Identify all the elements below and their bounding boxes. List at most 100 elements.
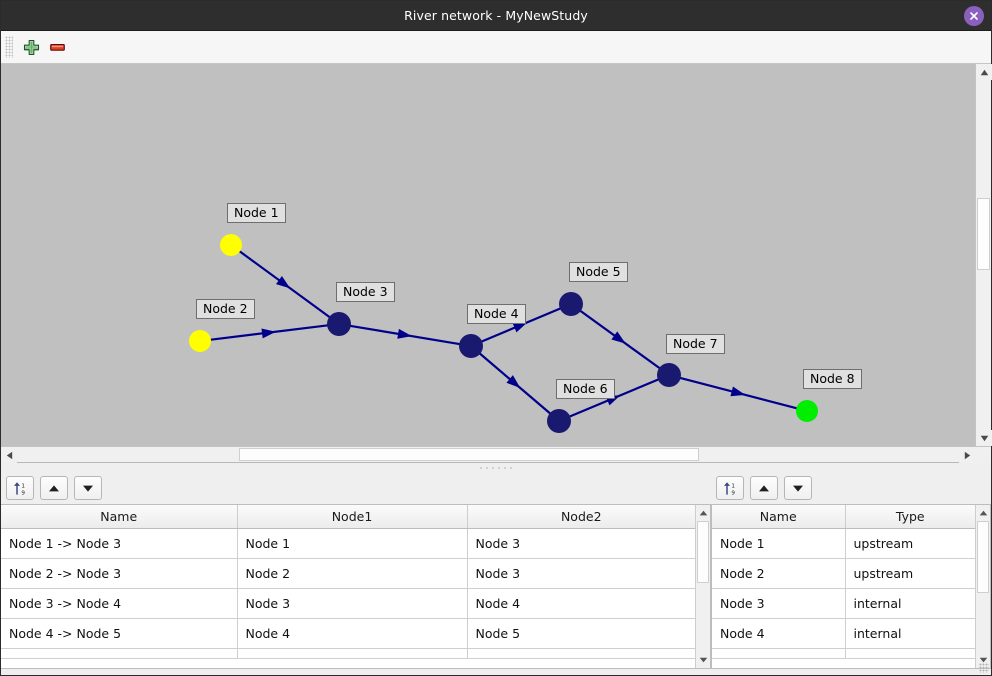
column-header-name[interactable]: Name xyxy=(1,505,238,529)
column-header-name[interactable]: Name xyxy=(712,505,846,529)
branches-move-down-button[interactable] xyxy=(74,476,102,500)
table-cell[interactable]: Node 1 xyxy=(237,528,468,559)
canvas-horizontal-scrollbar[interactable] xyxy=(1,446,991,463)
network-canvas-area: Node 1 Node 2 Node 3 Node 4 Node 5 Node 6 Node… xyxy=(1,64,992,463)
graph-node-node-6[interactable] xyxy=(547,409,571,433)
column-header-type[interactable]: Type xyxy=(845,505,975,529)
canvas-hscroll-track[interactable] xyxy=(17,447,959,462)
node-label-node-2[interactable]: Node 2 xyxy=(196,299,255,319)
nodes-table-row-partial[interactable] xyxy=(712,648,975,659)
node-label-node-8[interactable]: Node 8 xyxy=(803,369,862,389)
table-cell[interactable]: Node 4 -> Node 5 xyxy=(1,618,238,649)
window-resize-grip[interactable] xyxy=(979,663,989,673)
branches-table-row-partial[interactable] xyxy=(1,648,695,659)
triangle-down-icon xyxy=(980,435,988,441)
table-cell[interactable]: Node 3 xyxy=(467,528,695,559)
table-cell[interactable]: Node 2 xyxy=(712,558,846,589)
nodes-vscroll-track[interactable] xyxy=(976,521,990,652)
table-cell[interactable]: Node 4 xyxy=(237,618,468,649)
nodes-move-up-button[interactable] xyxy=(750,476,778,500)
add-node-button[interactable] xyxy=(18,34,44,60)
graph-node-node-8[interactable] xyxy=(796,400,818,422)
table-cell[interactable]: Node 4 xyxy=(712,618,846,649)
table-cell[interactable]: Node 3 -> Node 4 xyxy=(1,588,238,619)
node-label-node-3[interactable]: Node 3 xyxy=(336,282,395,302)
table-cell[interactable]: Node 3 xyxy=(712,588,846,619)
graph-node-node-3[interactable] xyxy=(327,312,351,336)
table-cell[interactable] xyxy=(237,648,468,659)
table-cell[interactable]: upstream xyxy=(845,528,975,559)
table-cell[interactable]: Node 1 -> Node 3 xyxy=(1,528,238,559)
scroll-right-button[interactable] xyxy=(959,447,975,463)
column-header-node1[interactable]: Node1 xyxy=(237,505,468,529)
scroll-left-button[interactable] xyxy=(1,447,17,463)
node-label-node-5[interactable]: Node 5 xyxy=(569,262,628,282)
node-label-node-6[interactable]: Node 6 xyxy=(556,379,615,399)
table-cell[interactable] xyxy=(845,648,975,659)
scroll-up-button[interactable] xyxy=(976,64,992,80)
graph-node-node-2[interactable] xyxy=(189,330,211,352)
toolbar-drag-handle[interactable] xyxy=(5,36,13,58)
table-cell[interactable]: Node 5 xyxy=(467,618,695,649)
branches-scroll-down-button[interactable] xyxy=(696,652,710,668)
node-label-node-7[interactable]: Node 7 xyxy=(666,334,725,354)
branches-vertical-scrollbar[interactable] xyxy=(695,505,710,668)
branches-vscroll-track[interactable] xyxy=(696,521,710,652)
nodes-sort-button[interactable]: 1 9 xyxy=(716,476,744,500)
table-cell[interactable]: Node 4 xyxy=(467,588,695,619)
table-cell[interactable]: Node 1 xyxy=(712,528,846,559)
remove-node-button[interactable] xyxy=(44,34,70,60)
canvas-vscroll-track[interactable] xyxy=(976,80,991,430)
nodes-move-down-button[interactable] xyxy=(784,476,812,500)
branches-sort-button[interactable]: 1 9 xyxy=(6,476,34,500)
nodes-scroll-up-button[interactable] xyxy=(976,505,990,521)
table-cell[interactable]: internal xyxy=(845,618,975,649)
pane-splitter[interactable] xyxy=(1,462,991,472)
table-cell[interactable] xyxy=(1,648,238,659)
node-label-node-1[interactable]: Node 1 xyxy=(227,203,286,223)
branches-move-up-button[interactable] xyxy=(40,476,68,500)
table-cell[interactable]: Node 3 xyxy=(467,558,695,589)
network-diagram[interactable]: Node 1 Node 2 Node 3 Node 4 Node 5 Node 6 Node… xyxy=(1,64,975,446)
table-cell[interactable]: Node 2 -> Node 3 xyxy=(1,558,238,589)
nodes-vscroll-thumb[interactable] xyxy=(977,521,989,593)
table-cell[interactable] xyxy=(712,648,846,659)
close-button[interactable] xyxy=(964,5,984,26)
triangle-up-icon xyxy=(699,510,707,516)
table-cell[interactable]: Node 2 xyxy=(237,558,468,589)
nodes-vertical-scrollbar[interactable] xyxy=(975,505,990,668)
graph-node-node-1[interactable] xyxy=(220,234,242,256)
canvas-hscroll-thumb[interactable] xyxy=(239,448,699,461)
scroll-down-button[interactable] xyxy=(976,430,992,446)
node-label-node-4[interactable]: Node 4 xyxy=(467,304,526,324)
graph-node-node-5[interactable] xyxy=(559,292,583,316)
branches-scroll-up-button[interactable] xyxy=(696,505,710,521)
canvas-vscroll-thumb[interactable] xyxy=(977,198,990,270)
table-cell[interactable]: Node 3 xyxy=(237,588,468,619)
edge-arrowhead-icon xyxy=(506,375,521,389)
nodes-pane: 1 9 xyxy=(711,472,991,675)
graph-node-node-4[interactable] xyxy=(459,334,483,358)
branches-vscroll-thumb[interactable] xyxy=(697,521,709,583)
table-cell[interactable]: upstream xyxy=(845,558,975,589)
window-title: River network - MyNewStudy xyxy=(404,8,588,23)
canvas-vertical-scrollbar[interactable] xyxy=(975,64,992,446)
table-cell[interactable] xyxy=(467,648,695,659)
table-cell[interactable]: internal xyxy=(845,588,975,619)
graph-node-node-7[interactable] xyxy=(657,363,681,387)
column-header-node2[interactable]: Node2 xyxy=(467,505,695,529)
